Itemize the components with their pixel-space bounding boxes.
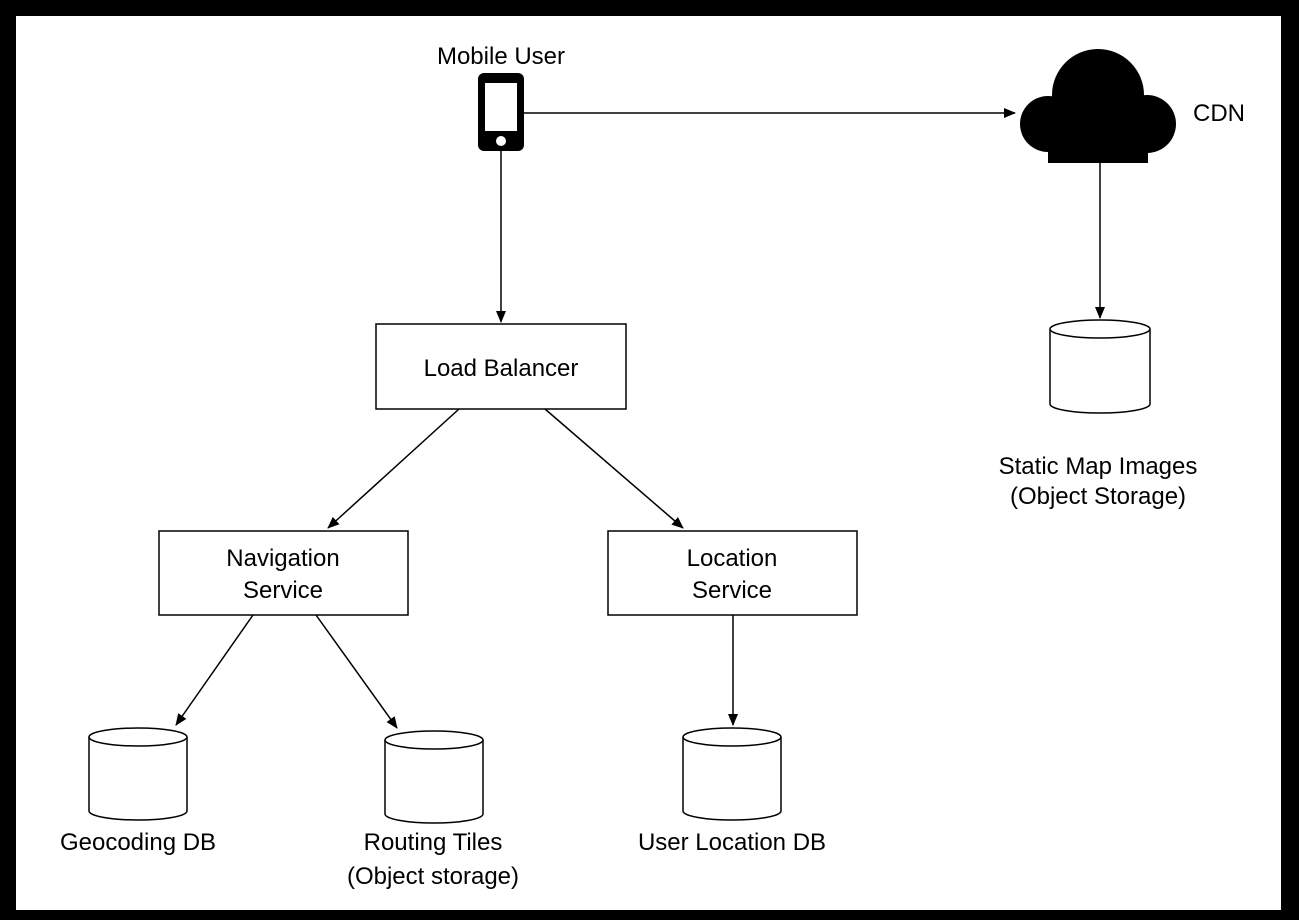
database-icon bbox=[88, 727, 188, 821]
location-service-label-line2: Service bbox=[692, 577, 772, 604]
node-cdn: CDN bbox=[1020, 49, 1245, 163]
cdn-label: CDN bbox=[1193, 100, 1245, 127]
edge-load-balancer-to-location bbox=[544, 408, 684, 529]
navigation-service-box bbox=[158, 530, 409, 616]
node-navigation-service: Navigation Service bbox=[158, 530, 409, 616]
routing-tiles-label-line2: (Object storage) bbox=[347, 863, 519, 890]
edges bbox=[175, 108, 1105, 729]
node-user-location-db: User Location DB bbox=[638, 727, 826, 856]
location-service-label-line1: Location bbox=[687, 545, 778, 572]
cloud-icon bbox=[1020, 49, 1176, 163]
edge-load-balancer-to-navigation bbox=[327, 408, 460, 529]
static-map-images-label-line2: (Object Storage) bbox=[1010, 483, 1186, 510]
location-service-box bbox=[607, 530, 858, 616]
edge-navigation-to-routing-tiles bbox=[315, 614, 398, 729]
node-mobile-user: Mobile User bbox=[437, 43, 565, 151]
load-balancer-label: Load Balancer bbox=[424, 355, 579, 382]
mobile-phone-icon bbox=[478, 73, 524, 151]
database-icon bbox=[1049, 319, 1151, 414]
geocoding-db-label: Geocoding DB bbox=[60, 829, 216, 856]
navigation-service-label-line1: Navigation bbox=[226, 545, 339, 572]
node-load-balancer: Load Balancer bbox=[375, 323, 627, 410]
static-map-images-label-line1: Static Map Images bbox=[999, 453, 1198, 480]
node-routing-tiles: Routing Tiles (Object storage) bbox=[347, 730, 519, 890]
load-balancer-box bbox=[375, 323, 627, 410]
database-icon bbox=[384, 730, 484, 824]
navigation-service-label-line2: Service bbox=[243, 577, 323, 604]
database-icon bbox=[682, 727, 782, 821]
edge-navigation-to-geocoding bbox=[175, 614, 254, 726]
routing-tiles-label-line1: Routing Tiles bbox=[364, 829, 503, 856]
node-location-service: Location Service bbox=[607, 530, 858, 616]
mobile-user-label: Mobile User bbox=[437, 43, 565, 70]
node-static-map-images: Static Map Images (Object Storage) bbox=[999, 319, 1198, 510]
node-geocoding-db: Geocoding DB bbox=[60, 727, 216, 856]
user-location-db-label: User Location DB bbox=[638, 829, 826, 856]
diagram-canvas bbox=[16, 16, 1281, 910]
